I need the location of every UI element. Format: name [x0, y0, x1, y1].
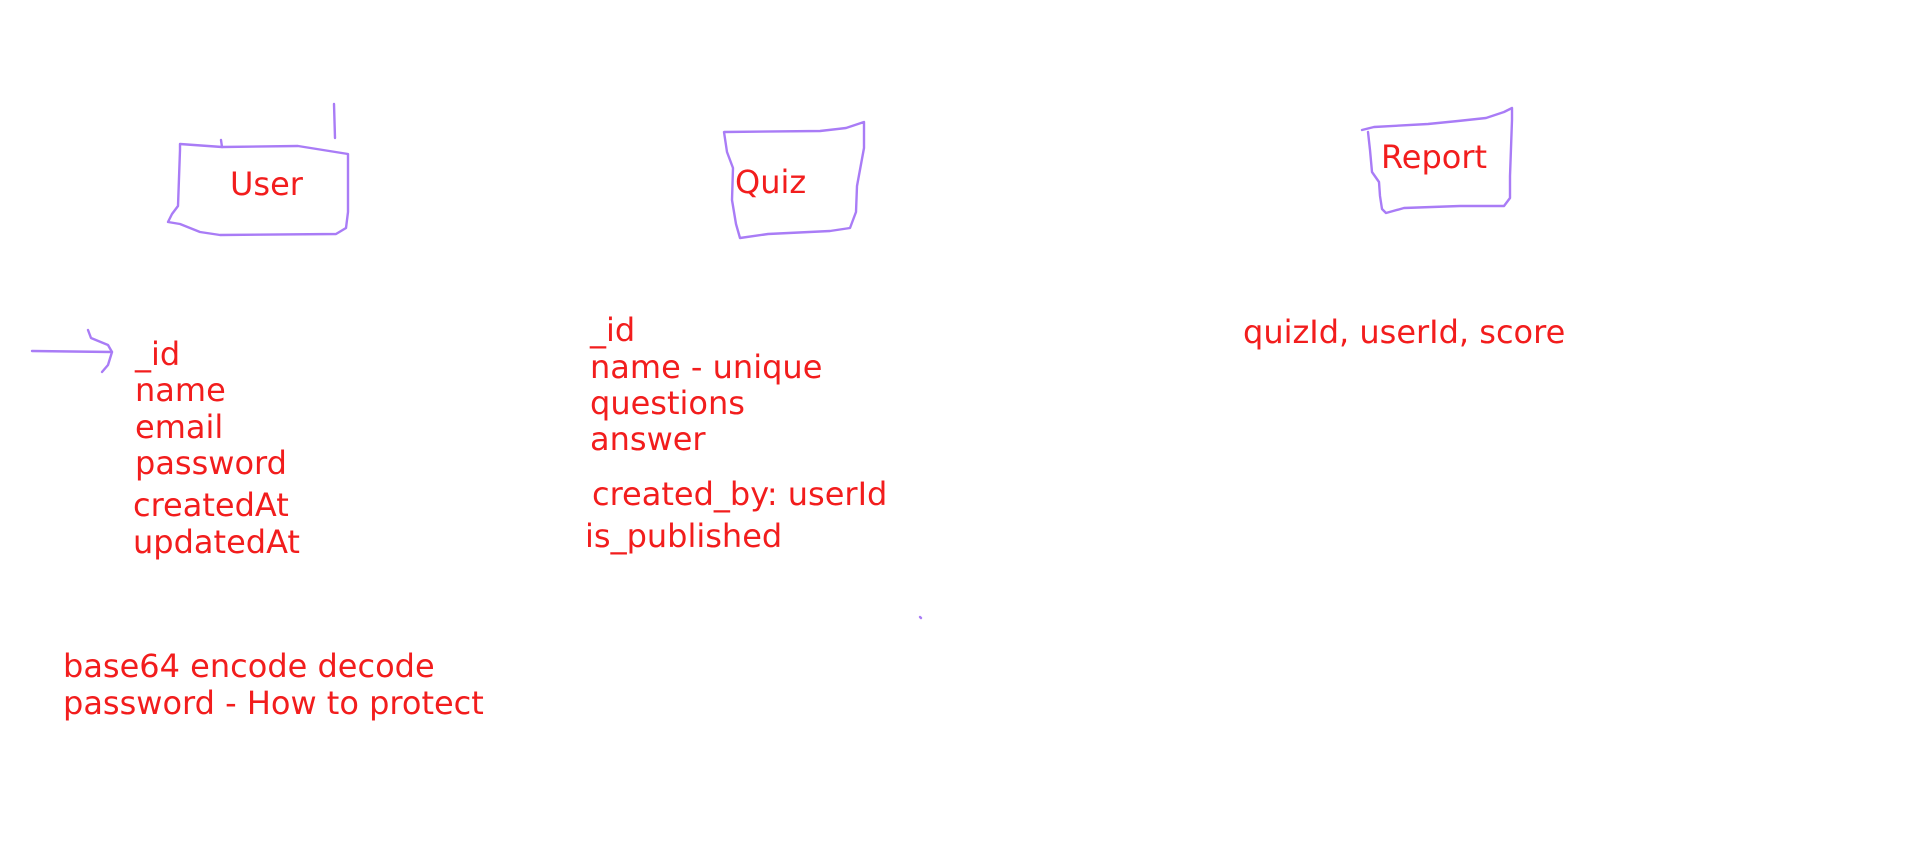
- quiz-field-questions: questions: [590, 384, 745, 422]
- quiz-entity-title: Quiz: [735, 163, 807, 201]
- user-entity-box: [166, 142, 350, 237]
- user-field-id: _id: [135, 335, 181, 373]
- note-password-protect: password - How to protect: [63, 684, 484, 722]
- stray-dot: [918, 615, 923, 620]
- pointer-arrow-head: [86, 328, 114, 374]
- quiz-field-created-by: created_by: userId: [592, 475, 888, 513]
- user-field-name: name: [135, 371, 226, 409]
- quiz-field-id: _id: [590, 311, 636, 349]
- quiz-entity-box: [722, 120, 866, 240]
- report-entity-box: [1360, 106, 1514, 215]
- quiz-field-answer: answer: [590, 420, 706, 458]
- report-entity-title: Report: [1381, 138, 1488, 176]
- user-field-password: password: [135, 444, 287, 482]
- user-box-flag: [332, 102, 337, 140]
- quiz-field-name: name - unique: [590, 348, 823, 386]
- user-field-email: email: [135, 408, 224, 446]
- user-field-updated-at: updatedAt: [133, 523, 300, 561]
- user-field-created-at: createdAt: [133, 486, 289, 524]
- note-base64: base64 encode decode: [63, 647, 435, 685]
- user-box-tick: [219, 138, 224, 149]
- quiz-field-is-published: is_published: [585, 517, 783, 555]
- pointer-arrow: [30, 349, 114, 354]
- user-entity-title: User: [230, 165, 303, 203]
- report-fields: quizId, userId, score: [1243, 313, 1566, 351]
